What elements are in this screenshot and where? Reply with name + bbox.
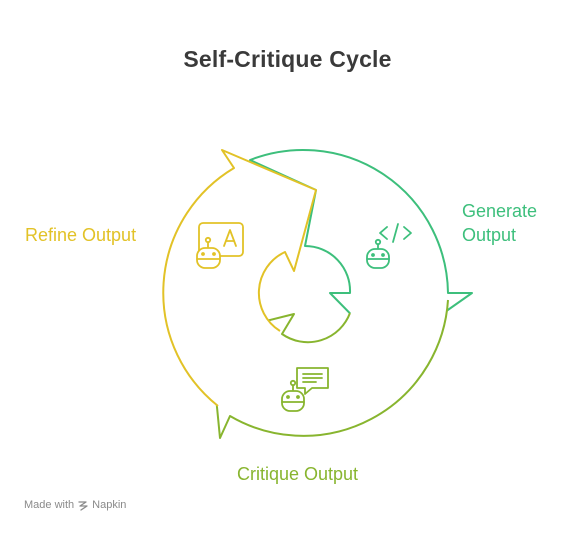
stage-label-generate-line2: Output	[462, 225, 517, 245]
image-robot-icon	[196, 222, 244, 269]
footer-attribution: Made with Napkin	[24, 499, 126, 511]
stage-label-generate: Generate Output	[462, 199, 537, 247]
code-robot-icon	[366, 223, 412, 269]
stage-label-critique: Critique Output	[237, 464, 359, 484]
napkin-logo-icon	[78, 500, 88, 511]
stage-label-refine: Refine Output	[25, 225, 137, 245]
made-with-text: Made with	[24, 499, 75, 511]
chat-robot-icon	[281, 367, 329, 412]
napkin-brand: Napkin	[78, 499, 126, 511]
refine-arrow	[162, 149, 317, 407]
stage-label-generate-line1: Generate	[462, 201, 538, 221]
diagram-title: Self-Critique Cycle	[183, 46, 392, 72]
generate-arrow	[249, 149, 473, 353]
napkin-brand-text: Napkin	[92, 499, 127, 511]
